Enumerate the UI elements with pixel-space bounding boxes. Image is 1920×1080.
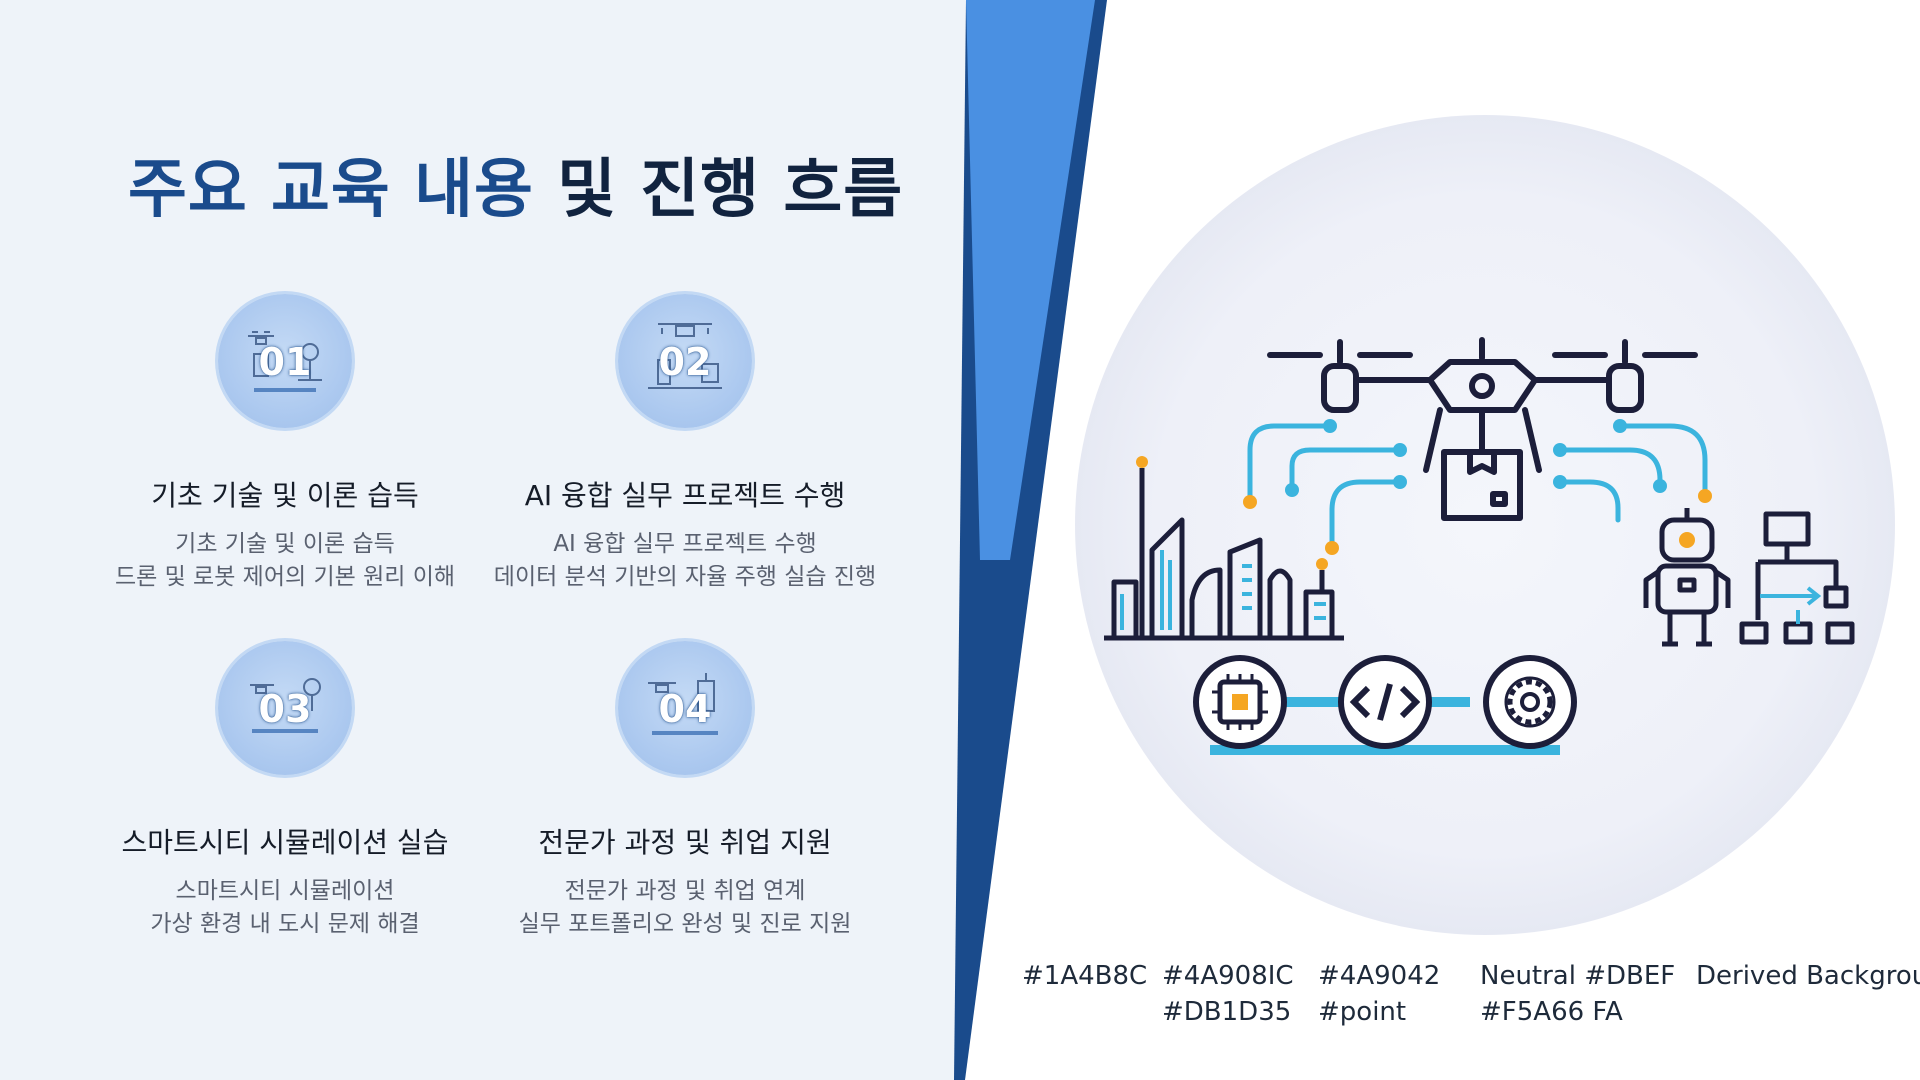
step-badge: 01: [218, 294, 352, 428]
gear-icon: [1483, 655, 1577, 749]
step-badge: 04: [618, 641, 752, 775]
chip-icon: [1193, 655, 1287, 749]
connector-dots: [1243, 419, 1712, 555]
page-title-highlight: 주요 교육 내용: [128, 153, 534, 227]
smart-tech-illustration: [1075, 115, 1895, 935]
step-number: 03: [258, 687, 312, 731]
antenna-light: [1136, 456, 1148, 468]
step-description-line: 데이터 분석 기반의 자율 주행 실습 진행: [493, 564, 877, 590]
step-description-line: 실무 포트폴리오 완성 및 진로 지원: [518, 911, 852, 937]
step-description-line: 드론 및 로봇 제어의 기본 원리 이해: [114, 564, 456, 590]
step-description-line: AI 융합 실무 프로젝트 수행: [553, 531, 817, 557]
step-card-03: 03 스마트시티 시뮬레이션 실습 스마트시티 시뮬레이션 가상 환경 내 도시…: [85, 641, 485, 941]
palette-label-line: Derived Backgrou: [1696, 961, 1920, 991]
skyline-accents: [1120, 550, 1326, 630]
step-description: AI 융합 실무 프로젝트 수행 데이터 분석 기반의 자율 주행 실습 진행: [485, 528, 885, 594]
step-card-04: 04 전문가 과정 및 취업 지원 전문가 과정 및 취업 연계 실무 포트폴리…: [485, 641, 885, 941]
palette-label-line: #1A4B8C: [1022, 961, 1148, 991]
code-icon: [1338, 655, 1432, 749]
palette-label: #1A4B8C: [1022, 958, 1147, 994]
step-card-01: 01 기초 기술 및 이론 습득 기초 기술 및 이론 습득 드론 및 로봇 제…: [85, 294, 485, 594]
step-title: 스마트시티 시뮬레이션 실습: [121, 826, 449, 859]
step-number: 02: [658, 340, 712, 384]
step-description-line: 가상 환경 내 도시 문제 해결: [150, 911, 420, 937]
illustration-background-circle: [1075, 115, 1895, 935]
palette-label: Neutral #DBEF #F5A66 FA: [1480, 958, 1675, 1030]
step-description-line: 기초 기술 및 이론 습득: [175, 531, 395, 557]
step-description: 기초 기술 및 이론 습득 드론 및 로봇 제어의 기본 원리 이해: [85, 528, 485, 594]
step-title: AI 융합 실무 프로젝트 수행: [524, 479, 846, 512]
step-description: 전문가 과정 및 취업 연계 실무 포트폴리오 완성 및 진로 지원: [485, 875, 885, 941]
step-description: 스마트시티 시뮬레이션 가상 환경 내 도시 문제 해결: [85, 875, 485, 941]
antenna-light: [1316, 558, 1328, 570]
page-title: 주요 교육 내용 및 진행 흐름: [128, 138, 903, 230]
drone-robot-icon: [648, 673, 718, 735]
page-title-rest: 및 진행 흐름: [533, 153, 904, 227]
step-card-02: 02 AI 융합 실무 프로젝트 수행 AI 융합 실무 프로젝트 수행 데이터…: [485, 294, 885, 594]
step-badge: 03: [218, 641, 352, 775]
step-title: 기초 기술 및 이론 습득: [151, 479, 419, 512]
flowchart-arrow: [1760, 586, 1822, 624]
step-description-line: 전문가 과정 및 취업 연계: [564, 878, 806, 904]
drone-robot-icon: [648, 323, 722, 389]
palette-label-line: #DB1D35: [1162, 997, 1292, 1027]
package-icon: [1441, 449, 1523, 521]
robot-icon: [1643, 508, 1731, 647]
drone-icon: [1267, 337, 1698, 473]
palette-label-line: Neutral #DBEF: [1480, 961, 1676, 991]
palette-label-line: #point: [1318, 997, 1407, 1027]
step-number: 04: [658, 687, 712, 731]
city-skyline-icon: [1104, 468, 1344, 641]
palette-label: Derived Backgrou: [1696, 958, 1920, 994]
left-content-panel: 주요 교육 내용 및 진행 흐름 01 기초 기술 및 이론 습득 기초 기술 …: [85, 138, 903, 941]
step-number: 01: [258, 340, 312, 384]
step-description-line: 스마트시티 시뮬레이션: [175, 878, 395, 904]
drone-robot-icon: [248, 331, 322, 392]
palette-label-line: #F5A66 FA: [1480, 997, 1623, 1027]
flowchart-icon: [1739, 511, 1855, 645]
robot-eye: [1679, 532, 1695, 548]
step-title: 전문가 과정 및 취업 지원: [538, 826, 832, 859]
step-badge: 02: [618, 294, 752, 428]
palette-label: #4A908IC #DB1D35: [1162, 958, 1294, 1030]
palette-label: #4A9042 #point: [1318, 958, 1440, 1030]
drone-robot-icon: [250, 678, 321, 733]
palette-label-line: #4A9042: [1318, 961, 1441, 991]
palette-label-line: #4A908IC: [1162, 961, 1294, 991]
